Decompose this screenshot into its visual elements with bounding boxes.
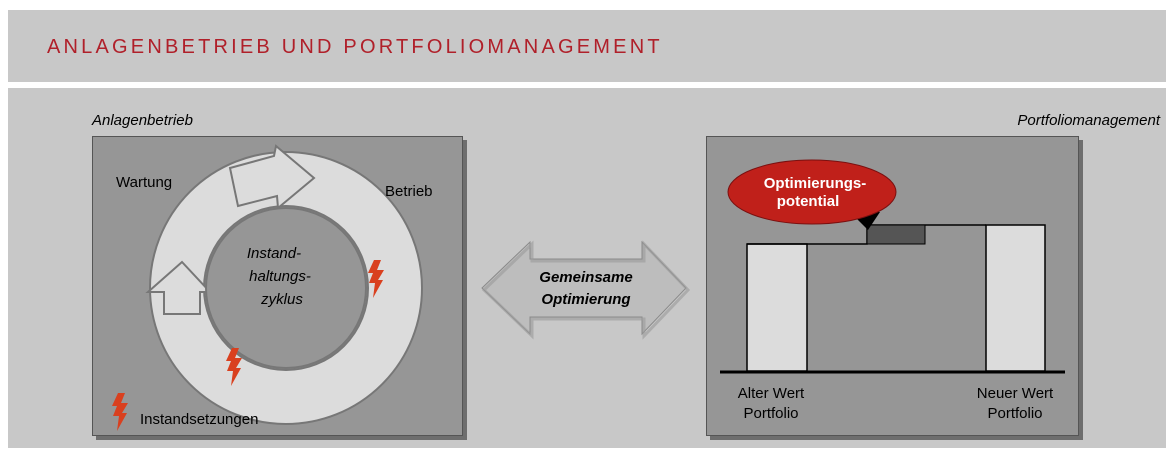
left-section-title: Anlagenbetrieb (92, 112, 193, 129)
bar-old-value (746, 243, 808, 372)
lightning-icon (368, 260, 384, 298)
label-wartung: Wartung (116, 174, 172, 191)
bar-new-value (985, 224, 1046, 372)
cycle-center-line2: haltungs- (249, 268, 311, 285)
label-betrieb: Betrieb (385, 183, 433, 200)
header-banner: ANLAGENBETRIEB UND PORTFOLIOMANAGEMENT (8, 10, 1166, 82)
page-title: ANLAGENBETRIEB UND PORTFOLIOMANAGEMENT (47, 36, 663, 58)
cycle-center-line3: zyklus (260, 291, 303, 308)
old-value-label-line2: Portfolio (743, 405, 798, 422)
old-value-label-line1: Alter Wert (738, 385, 805, 402)
callout-line2: potential (777, 193, 840, 210)
cycle-arrow-icon (145, 144, 423, 426)
legend-instandsetzungen: Instandsetzungen (140, 411, 258, 428)
optimization-callout (727, 159, 897, 225)
middle-line1: Gemeinsame (539, 269, 632, 286)
optimization-gap (866, 224, 926, 245)
lightning-icon (112, 393, 128, 431)
lightning-icon (226, 348, 242, 386)
cycle-center-line1: Instand- (247, 245, 301, 262)
new-value-label-line1: Neuer Wert (977, 385, 1054, 402)
callout-line1: Optimierungs- (764, 175, 867, 192)
right-section-title: Portfoliomanagement (1017, 112, 1160, 129)
new-value-label-line2: Portfolio (987, 405, 1042, 422)
middle-line2: Optimierung (541, 291, 630, 308)
